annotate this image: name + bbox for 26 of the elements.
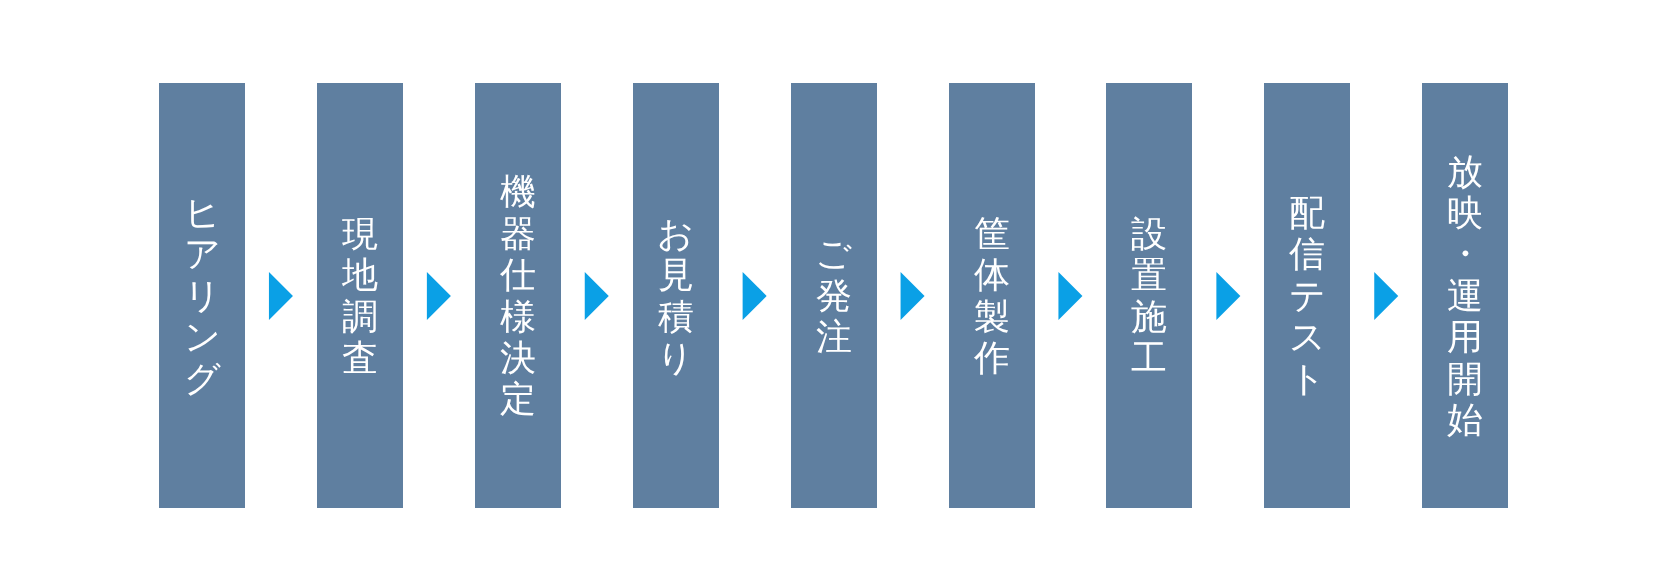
step-label: 現地調査 [340, 212, 379, 379]
step-label: 筐体製作 [972, 212, 1011, 379]
step-box [790, 83, 877, 508]
arrow [1374, 272, 1399, 320]
step-label: ヒアリング [183, 192, 221, 399]
arrow [900, 272, 925, 320]
arrow [584, 272, 609, 320]
step-box [474, 83, 561, 508]
step-label: お見積り [656, 212, 695, 379]
step-box [1264, 83, 1351, 508]
step-label: 配信テスト [1288, 192, 1327, 399]
arrow [426, 272, 451, 320]
arrow [268, 272, 293, 320]
arrow [1216, 272, 1241, 320]
step-box [948, 83, 1035, 508]
arrow [1058, 272, 1083, 320]
step-box [632, 83, 719, 508]
step-label: ご発注 [814, 233, 853, 358]
step-box [159, 83, 245, 508]
step-label: 放映・運用開始 [1446, 150, 1485, 441]
step-box [1422, 83, 1509, 508]
step-label: 機器仕様決定 [498, 171, 537, 420]
step-label: 設置施工 [1130, 212, 1169, 379]
step-box [1106, 83, 1193, 508]
arrow [742, 272, 767, 320]
step-box [316, 83, 403, 508]
